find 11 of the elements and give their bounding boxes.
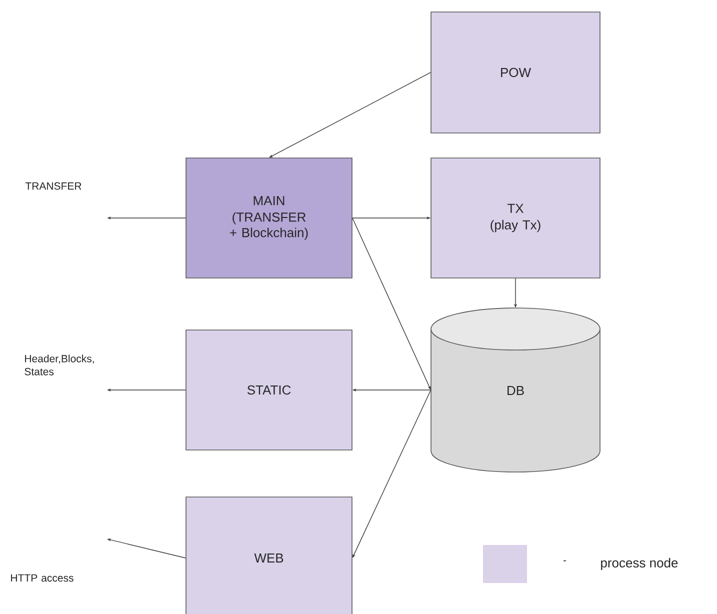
database-cylinder: DB xyxy=(430,308,600,472)
process-box: STATIC xyxy=(186,330,352,450)
process-box: WEB xyxy=(186,496,352,614)
side-label: Header,Blocks, States xyxy=(24,354,94,376)
legend-dash: - xyxy=(563,560,566,562)
legend-label: process node xyxy=(601,558,678,570)
process-box: MAIN (TRANSFER + Blockchain) xyxy=(186,158,352,278)
process-box: POW xyxy=(430,12,600,134)
process-box: TX (play Tx) xyxy=(430,158,600,278)
side-label: HTTP access xyxy=(11,574,74,582)
side-label: TRANSFER xyxy=(25,182,82,190)
